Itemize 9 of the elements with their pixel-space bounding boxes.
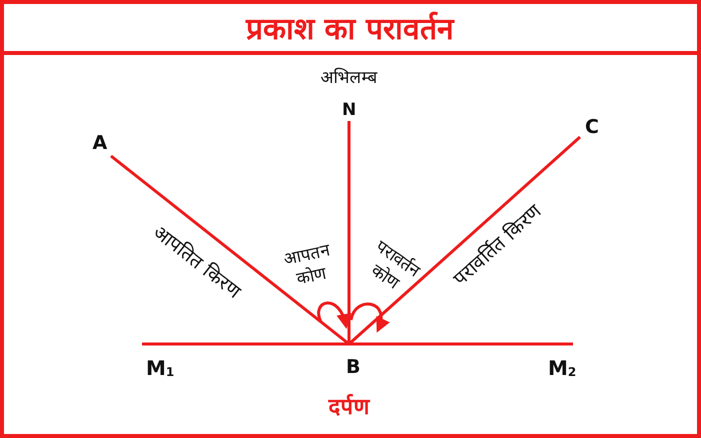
normal-line — [348, 121, 350, 344]
light-ray — [110, 154, 350, 346]
light-ray — [348, 136, 581, 346]
point-label: N — [342, 102, 356, 118]
angle-label: आपतन कोण — [281, 240, 332, 292]
normal-label: अभिलम्ब — [320, 70, 378, 86]
point-label: A — [92, 134, 108, 152]
point-label: B — [346, 358, 360, 376]
point-label: C — [585, 118, 599, 136]
